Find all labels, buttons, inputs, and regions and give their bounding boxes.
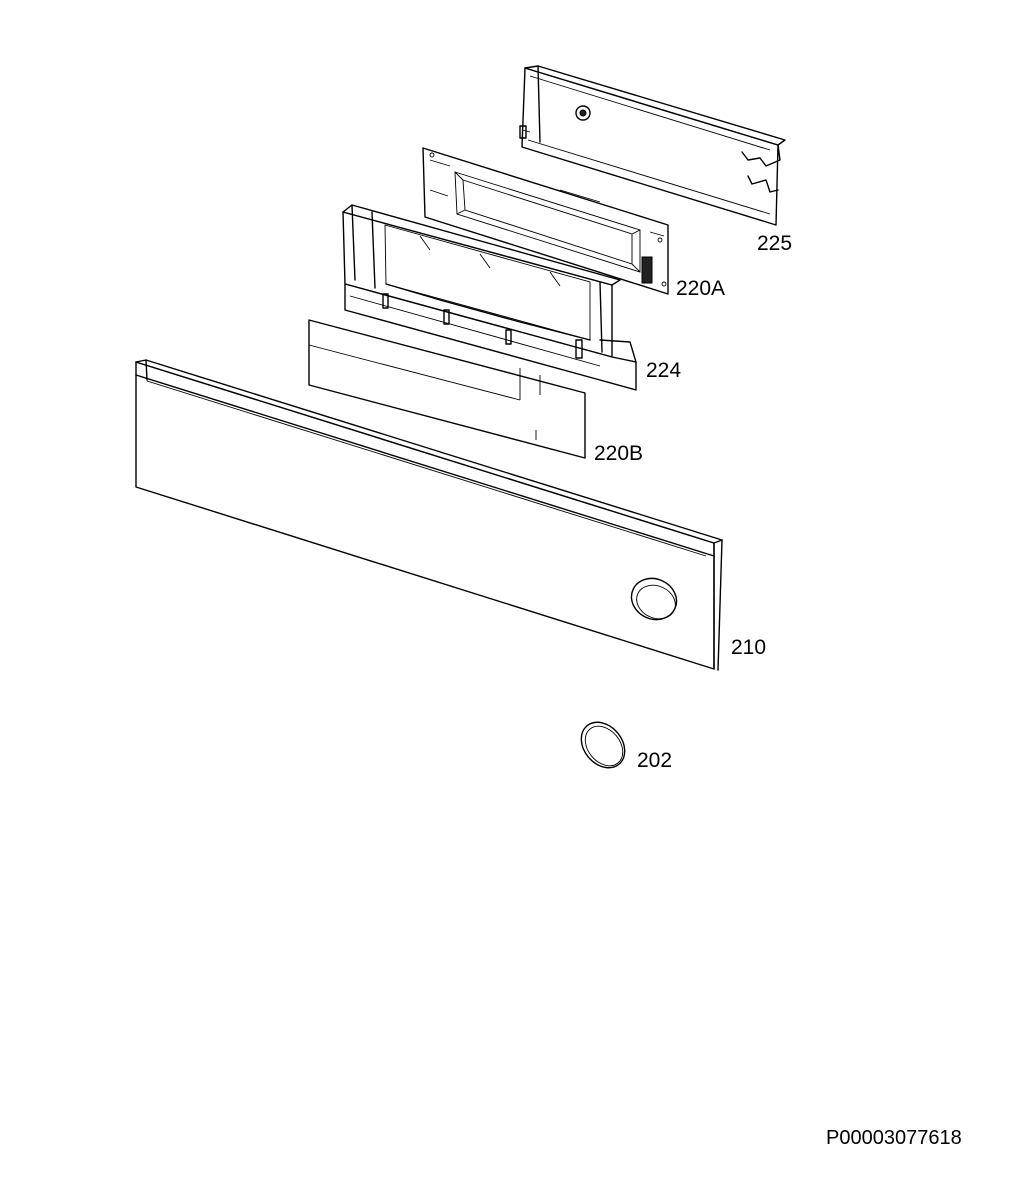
part-label-210: 210: [731, 636, 767, 659]
part-label-225: 225: [757, 232, 793, 255]
part-220b-membrane: [308, 319, 586, 459]
part-label-220a: 220A: [676, 277, 726, 300]
part-210-front-panel: [135, 359, 723, 671]
part-202-ring: [580, 721, 626, 769]
part-label-220b: 220B: [594, 442, 644, 465]
part-225-cover-bracket: [519, 65, 786, 226]
part-label-202: 202: [637, 749, 673, 772]
part-224-display-frame: [342, 204, 637, 391]
document-id: P00003077618: [826, 1127, 962, 1149]
part-label-224: 224: [646, 359, 682, 382]
part-220a-circuit-board: [422, 147, 669, 295]
